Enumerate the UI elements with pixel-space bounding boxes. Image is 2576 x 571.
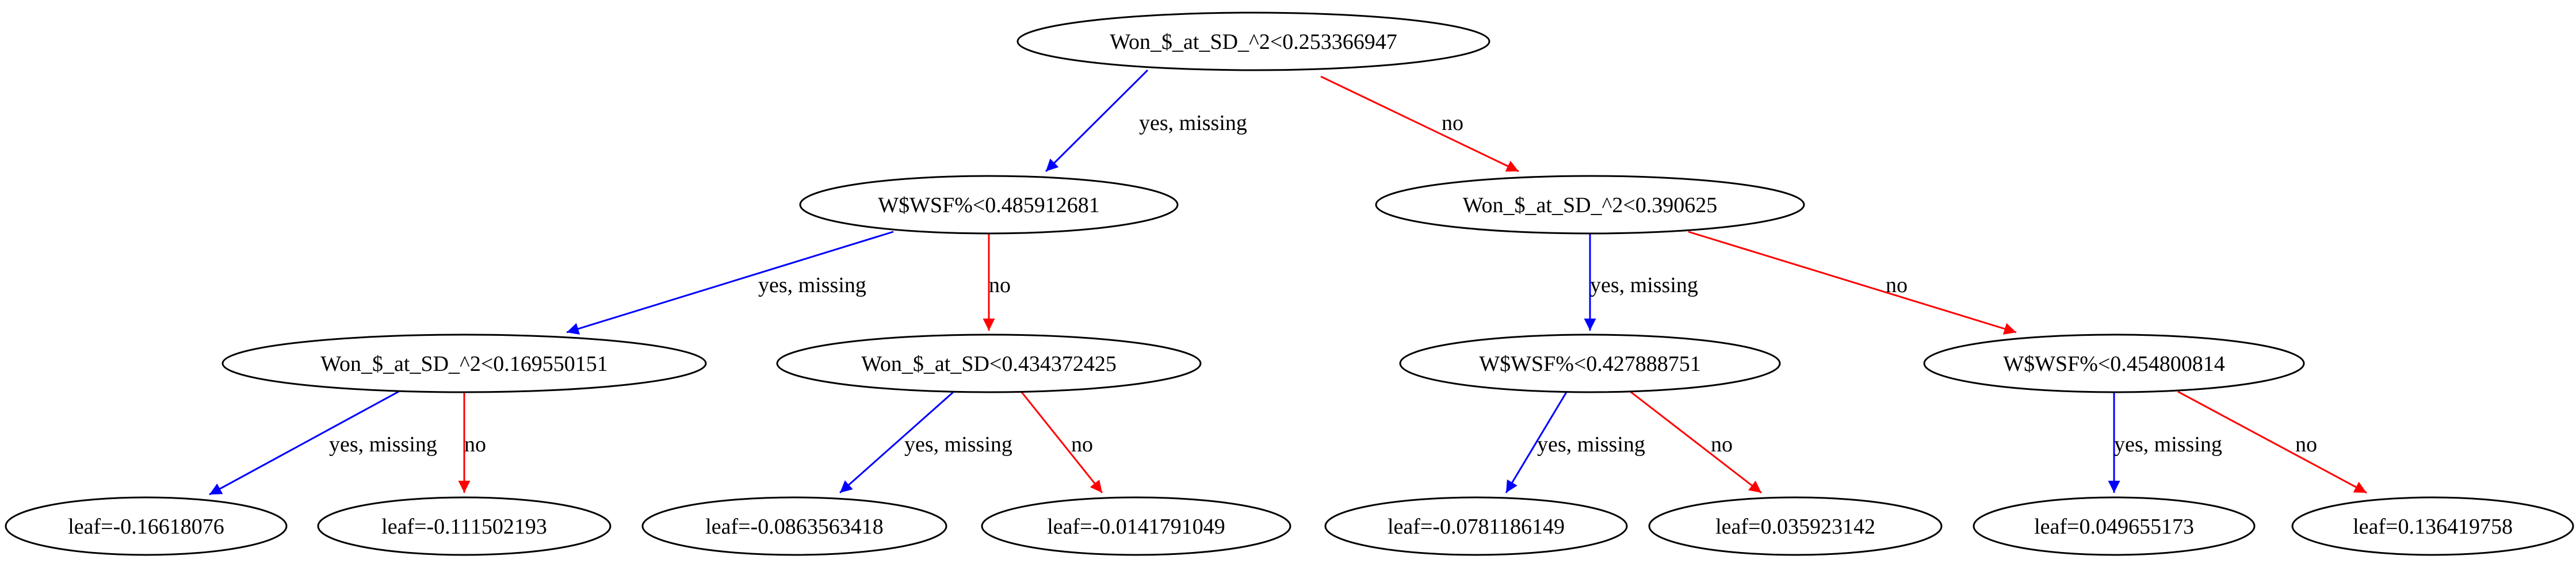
no-edge-n0-n2 (1320, 75, 1519, 173)
no-edge-n5-l12 (1630, 390, 1762, 494)
edge-label-n4-l9: yes, missing (904, 432, 1012, 457)
edge-label-n2-n5: yes, missing (1590, 273, 1698, 297)
split-node-n5: W$WSF%<0.427888751 (1399, 334, 1781, 393)
edge-label-n5-l11: yes, missing (1537, 432, 1645, 457)
split-ellipse-n5 (1399, 334, 1781, 393)
leaf-node-l7: leaf=-0.16618076 (5, 496, 288, 556)
split-node-n1: W$WSF%<0.485912681 (799, 175, 1179, 235)
split-condition-n2: Won_$_at_SD_^2<0.390625 (1463, 193, 1718, 217)
split-ellipse-n3 (221, 334, 707, 393)
split-condition-n1: W$WSF%<0.485912681 (878, 193, 1100, 217)
split-condition-n4: Won_$_at_SD<0.434372425 (861, 352, 1117, 376)
split-ellipse-n0 (1016, 12, 1490, 71)
edge-label-n4-l10: no (1071, 432, 1093, 457)
no-edge-n4-l10 (1021, 392, 1103, 493)
leaf-label-l7: leaf=-0.16618076 (68, 515, 224, 539)
no-edge-n2-n6 (1688, 231, 2017, 335)
split-node-n6: W$WSF%<0.454800814 (1923, 334, 2305, 393)
split-condition-n0: Won_$_at_SD_^2<0.253366947 (1110, 30, 1397, 54)
edge-label-n0-n1: yes, missing (1139, 111, 1247, 135)
yes-edge-n4-l9 (839, 391, 954, 494)
leaf-label-l11: leaf=-0.0781186149 (1388, 515, 1565, 539)
leaf-ellipse-l9 (641, 496, 947, 556)
split-node-n2: Won_$_at_SD_^2<0.390625 (1375, 175, 1805, 235)
leaf-ellipse-l7 (5, 496, 288, 556)
split-ellipse-n1 (799, 175, 1179, 235)
leaf-label-l12: leaf=0.035923142 (1715, 515, 1875, 539)
edge-label-n0-n2: no (1442, 111, 1463, 135)
leaf-label-l14: leaf=0.136419758 (2353, 515, 2513, 539)
split-condition-n5: W$WSF%<0.427888751 (1479, 352, 1701, 376)
leaf-node-l12: leaf=0.035923142 (1648, 496, 1943, 556)
leaf-node-l13: leaf=0.049655173 (1973, 496, 2256, 556)
nodes-layer: Won_$_at_SD_^2<0.253366947W$WSF%<0.48591… (5, 12, 2574, 556)
edge-label-n5-l12: no (1711, 432, 1733, 457)
yes-edge-n0-n1 (1045, 69, 1149, 173)
split-ellipse-n6 (1923, 334, 2305, 393)
leaf-ellipse-l12 (1648, 496, 1943, 556)
leaf-label-l9: leaf=-0.0863563418 (705, 515, 884, 539)
split-condition-n3: Won_$_at_SD_^2<0.169550151 (320, 352, 608, 376)
split-ellipse-n4 (776, 334, 1202, 393)
leaf-node-l14: leaf=0.136419758 (2291, 496, 2574, 556)
edge-label-n3-l8: no (464, 432, 486, 457)
split-node-n4: Won_$_at_SD<0.434372425 (776, 334, 1202, 393)
no-edge-n6-l14 (2177, 390, 2367, 494)
split-ellipse-n2 (1375, 175, 1805, 235)
split-node-n3: Won_$_at_SD_^2<0.169550151 (221, 334, 707, 393)
edge-label-n6-l13: yes, missing (2114, 432, 2222, 457)
leaf-ellipse-l14 (2291, 496, 2574, 556)
edges-layer (209, 69, 2367, 496)
edge-labels-layer: yes, missing no yes, missing no yes, missing… (329, 111, 2317, 457)
edge-label-n1-n4: no (989, 273, 1011, 297)
split-condition-n6: W$WSF%<0.454800814 (2003, 352, 2225, 376)
leaf-label-l10: leaf=-0.0141791049 (1047, 515, 1225, 539)
yes-edge-n5-l11 (1505, 392, 1568, 493)
yes-edge-n3-l7 (209, 390, 399, 496)
edge-label-n1-n3: yes, missing (758, 273, 866, 297)
leaf-ellipse-l13 (1973, 496, 2256, 556)
edge-label-n2-n6: no (1886, 273, 1908, 297)
leaf-ellipse-l8 (317, 496, 611, 556)
split-node-n0: Won_$_at_SD_^2<0.253366947 (1016, 12, 1490, 71)
leaf-ellipse-l11 (1324, 496, 1628, 556)
leaf-ellipse-l10 (981, 496, 1291, 556)
leaf-node-l8: leaf=-0.111502193 (317, 496, 611, 556)
leaf-node-l10: leaf=-0.0141791049 (981, 496, 1291, 556)
leaf-label-l13: leaf=0.049655173 (2034, 515, 2194, 539)
leaf-node-l9: leaf=-0.0863563418 (641, 496, 947, 556)
leaf-node-l11: leaf=-0.0781186149 (1324, 496, 1628, 556)
edge-label-n6-l14: no (2295, 432, 2317, 457)
edge-label-n3-l7: yes, missing (329, 432, 437, 457)
yes-edge-n1-n3 (566, 231, 894, 335)
leaf-label-l8: leaf=-0.111502193 (381, 515, 547, 539)
